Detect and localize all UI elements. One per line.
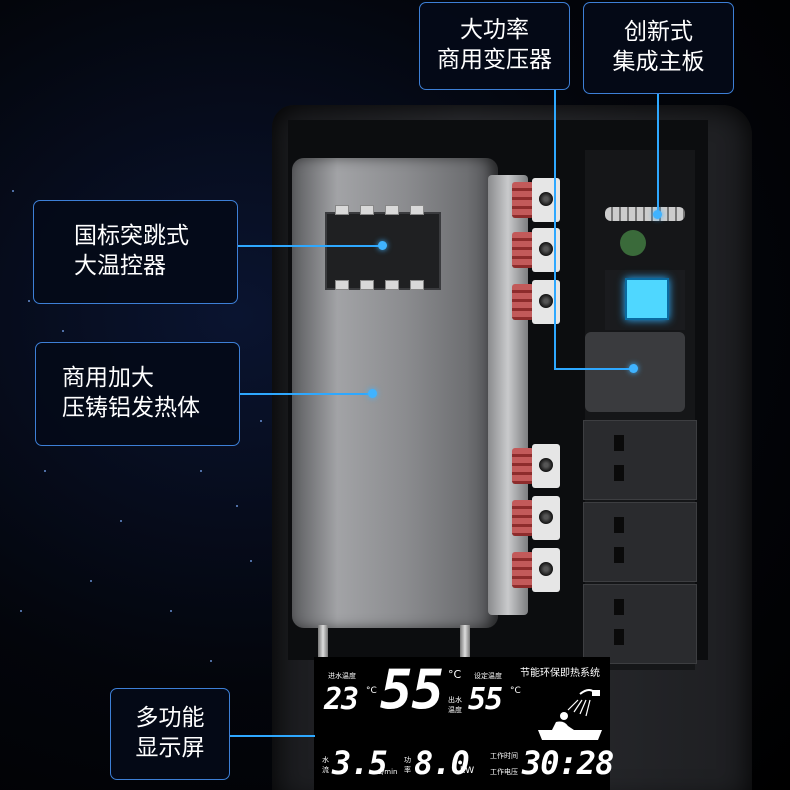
- inlet-temp-value: 23: [324, 682, 359, 717]
- star: [12, 190, 14, 192]
- callout-display-line1: 多功能: [135, 705, 205, 732]
- star: [90, 580, 92, 582]
- star: [250, 560, 252, 562]
- callout-transformer: 大功率 商用变压器: [419, 2, 570, 90]
- callout-thermostat-line1: 国标突跳式: [74, 223, 189, 250]
- power-label: 功: [404, 756, 411, 764]
- outlet-label-2: 温度: [448, 706, 462, 714]
- lcd-display: 进水温度 23 °C 55 °C 出水 温度 设定温度 55 °C 节能环保即热…: [314, 657, 614, 790]
- water-pipe: [460, 625, 470, 659]
- callout-thermostat-line2: 大温控器: [74, 253, 166, 279]
- callout-heater-line2: 压铸铝发热体: [62, 395, 200, 421]
- relay-module: [583, 502, 697, 582]
- callout-board-line1: 创新式: [624, 19, 693, 46]
- star: [210, 660, 212, 662]
- gear-component: [605, 207, 685, 221]
- thermostat-pin: [385, 280, 399, 290]
- star: [260, 420, 262, 422]
- outlet-label: 出水: [448, 696, 462, 704]
- terminal-block: [512, 228, 560, 272]
- callout-thermostat: 国标突跳式 大温控器: [33, 200, 238, 304]
- star: [236, 505, 238, 507]
- terminal-block: [512, 444, 560, 488]
- flow-value: 3.5: [332, 744, 388, 782]
- callout-board: 创新式 集成主板: [583, 2, 734, 94]
- callout-heater-line1: 商用加大: [62, 365, 154, 392]
- terminal-block: [512, 280, 560, 324]
- main-temp-unit: °C: [448, 668, 462, 681]
- star: [28, 300, 30, 302]
- leader-line-heater: [240, 393, 372, 395]
- power-unit: kW: [460, 766, 475, 776]
- leader-line-thermostat: [238, 245, 382, 247]
- leader-line-board: [657, 94, 659, 214]
- work-time-label: 工作时间: [490, 752, 518, 760]
- capacitor: [620, 230, 646, 256]
- thermostat: [325, 212, 441, 290]
- bath-shower-icon: [538, 689, 602, 740]
- star: [120, 520, 122, 522]
- set-temp-value: 55: [468, 682, 503, 717]
- work-time-value: 30:28: [522, 744, 614, 782]
- callout-transformer-line1: 大功率: [460, 17, 529, 44]
- marker-board: [653, 210, 662, 219]
- thermostat-pin: [335, 280, 349, 290]
- callout-display: 多功能 显示屏: [110, 688, 230, 780]
- inlet-temp-unit: °C: [366, 686, 377, 696]
- work-voltage-label: 工作电压: [490, 768, 518, 776]
- callout-transformer-line2: 商用变压器: [437, 47, 552, 73]
- callout-board-line2: 集成主板: [612, 49, 705, 75]
- marker-thermostat: [378, 241, 387, 250]
- thermostat-pin: [385, 205, 399, 215]
- callout-heater: 商用加大 压铸铝发热体: [35, 342, 240, 446]
- flow-unit: L/min: [378, 768, 398, 776]
- star: [170, 610, 172, 612]
- terminal-block: [512, 496, 560, 540]
- thermostat-pin: [335, 205, 349, 215]
- power-value: 8.0: [414, 744, 470, 782]
- board-chip: [625, 278, 669, 320]
- star: [20, 610, 22, 612]
- terminal-block: [512, 548, 560, 592]
- water-pipe: [318, 625, 328, 659]
- set-temp-unit: °C: [510, 686, 521, 696]
- marker-transformer: [629, 364, 638, 373]
- star: [62, 330, 64, 332]
- set-temp-label: 设定温度: [474, 672, 502, 680]
- flow-label: 水: [322, 756, 329, 764]
- inlet-temp-label: 进水温度: [328, 672, 356, 680]
- eco-system-label: 节能环保即热系统: [520, 668, 600, 679]
- thermostat-pin: [410, 280, 424, 290]
- thermostat-pin: [360, 280, 374, 290]
- star: [200, 470, 202, 472]
- leader-line-display: [230, 735, 315, 737]
- thermostat-pin: [410, 205, 424, 215]
- main-temp-value: 55: [380, 658, 444, 721]
- thermostat-pin: [360, 205, 374, 215]
- relay-module: [583, 584, 697, 664]
- terminal-block: [512, 178, 560, 222]
- flow-label-2: 流: [322, 766, 329, 774]
- relay-module: [583, 420, 697, 500]
- callout-display-line2: 显示屏: [135, 735, 205, 761]
- marker-heater: [368, 389, 377, 398]
- leader-line-transformer: [554, 368, 634, 370]
- leader-line-transformer: [554, 90, 556, 370]
- star: [44, 470, 46, 472]
- power-label-2: 率: [404, 766, 411, 774]
